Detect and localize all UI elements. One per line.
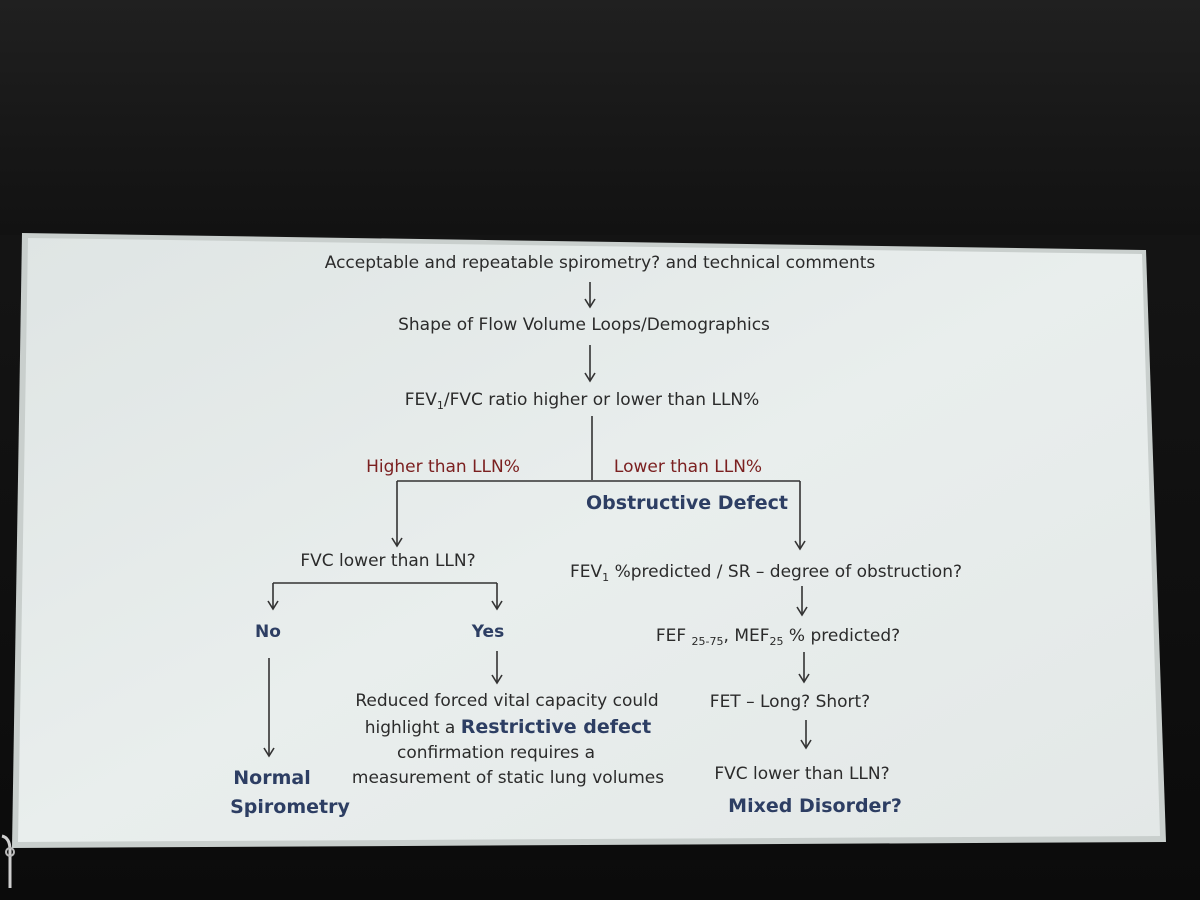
step-fev1-fvc-ratio: FEV1/FVC ratio higher or lower than LLN%: [404, 390, 760, 412]
no-label: No: [255, 622, 281, 642]
mixed-disorder-label: Mixed Disorder?: [728, 795, 902, 817]
left-branch-head: [391, 537, 403, 548]
obs-step-fet: FET – Long? Short?: [709, 692, 871, 712]
no-to-normal-head: [263, 747, 275, 758]
obstructive-defect-label: Obstructive Defect: [586, 492, 788, 514]
restrictive-defect-label: Restrictive defect: [460, 716, 652, 738]
reduced-fvc-line2: highlight a Restrictive defect: [364, 716, 652, 738]
arrow-1-head: [584, 298, 596, 309]
obs-arrow-3-head: [800, 739, 812, 750]
fvc-question: FVC lower than LLN?: [300, 551, 476, 571]
no-branch-head: [267, 600, 279, 611]
normal-spirometry-line1: Normal: [233, 767, 311, 789]
right-branch-head: [794, 540, 806, 551]
yes-label: Yes: [471, 622, 505, 642]
obs-step-fev1-predicted: FEV1 %predicted / SR – degree of obstruc…: [570, 562, 962, 584]
obs-step-fvc-lower: FVC lower than LLN?: [714, 764, 890, 784]
obs-arrow-1-head: [796, 606, 808, 617]
reduced-fvc-line4: measurement of static lung volumes: [351, 768, 665, 788]
reduced-fvc-line3: confirmation requires a: [397, 743, 595, 763]
branch-lower-label: Lower than LLN%: [613, 457, 763, 477]
step-flow-volume-loops: Shape of Flow Volume Loops/Demographics: [398, 315, 770, 335]
normal-spirometry-line2: Spirometry: [230, 796, 350, 818]
obs-step-fef-mef: FEF 25-75, MEF25 % predicted?: [655, 626, 901, 648]
yes-branch-head: [491, 600, 503, 611]
room-background: [0, 0, 1200, 235]
cable-clip-icon: [1, 834, 15, 888]
reduced-fvc-line1: Reduced forced vital capacity could: [355, 691, 659, 711]
obs-arrow-2-head: [798, 673, 810, 684]
arrow-2-head: [584, 372, 596, 383]
connector-lines: [263, 282, 812, 758]
step-spirometry-check: Acceptable and repeatable spirometry? an…: [324, 253, 876, 273]
branch-higher-label: Higher than LLN%: [366, 457, 520, 477]
yes-to-reduced-head: [491, 674, 503, 685]
